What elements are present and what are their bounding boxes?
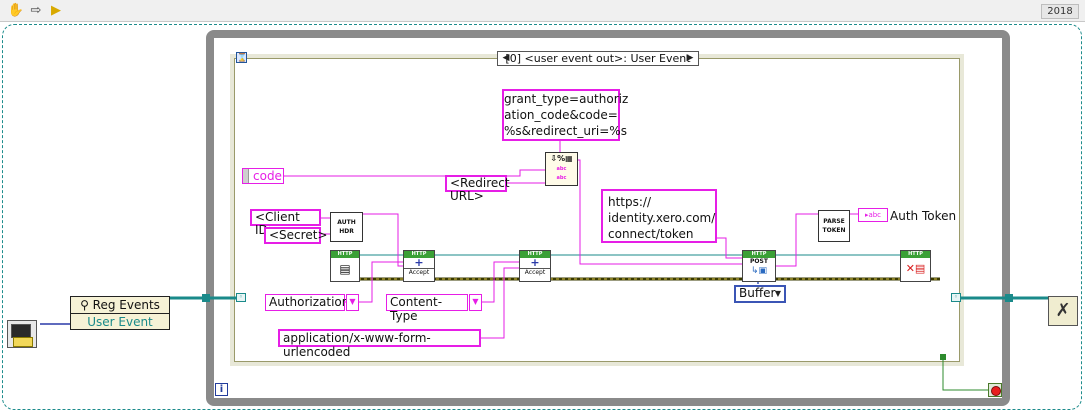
http-add-header-node-2[interactable]: HTTP + Accept	[519, 250, 551, 282]
http-post-title: HTTP	[743, 251, 775, 258]
document-icon: ▤	[339, 262, 351, 276]
url-constant[interactable]: https:// identity.xero.com/ connect/toke…	[601, 189, 717, 243]
reg-events-title: Reg Events	[92, 298, 160, 312]
abc-input-icon: abc	[556, 166, 567, 172]
auth-token-label: Auth Token	[890, 209, 957, 223]
plus-icon-2: +	[530, 256, 540, 269]
string-indicator-icon: ▸abc	[864, 211, 882, 219]
parse-token-node[interactable]: PARSE TOKEN	[818, 210, 850, 242]
ctvalue-wire	[481, 267, 520, 339]
authorization-constant[interactable]: Authorization	[265, 294, 349, 311]
http-add-header-node-1[interactable]: HTTP + Accept	[403, 250, 435, 282]
redirect-url-constant[interactable]: <Redirect URL>	[445, 175, 510, 203]
accept-label-2: Accept	[520, 268, 550, 277]
format-line-2: ation_code&code=	[504, 108, 618, 122]
content-type-dropdown-icon[interactable]: ▼	[469, 294, 482, 311]
code-label: code	[253, 169, 282, 183]
http-open-title: HTTP	[331, 251, 359, 258]
url-line-2: identity.xero.com/	[608, 211, 716, 225]
post-label: POST	[750, 258, 768, 265]
reg-events-event-type: User Event	[87, 315, 153, 329]
http-open-handle-node[interactable]: HTTP ▤	[330, 250, 360, 282]
event-case-label: [0] <user event out>: User Event	[505, 52, 691, 65]
next-case-icon[interactable]: ▶	[686, 53, 694, 63]
hand-icon[interactable]: ✋	[7, 3, 25, 18]
code-control[interactable]: code	[242, 168, 284, 184]
shift-register-right	[1005, 294, 1013, 302]
format-string-constant[interactable]: grant_type=authoriz ation_code&code= %s&…	[502, 89, 629, 141]
plus-icon: +	[414, 256, 424, 269]
stop-icon	[991, 386, 1001, 396]
buffer-enum-constant[interactable]: Buffer ▼	[734, 285, 786, 303]
auth-hdr-line-2: HDR	[339, 228, 354, 235]
event-case-selector[interactable]: ◀ [0] <user event out>: User Event ▶	[497, 51, 699, 66]
refnum-icon	[13, 337, 33, 347]
content-type-value-constant[interactable]: application/x-www-form-urlencoded	[278, 329, 481, 359]
http-close-handle-node[interactable]: HTTP ✕▤	[900, 250, 931, 282]
format-node-icon: ⇩%▦	[550, 154, 573, 163]
url-line-3: connect/token	[608, 227, 694, 241]
network-icon: ↳▣	[750, 266, 768, 276]
iteration-terminal-icon: i	[215, 383, 228, 396]
timeout-hourglass-icon: ⌛	[236, 52, 247, 63]
shift-register-left	[202, 294, 210, 302]
auth-hdr-node[interactable]: AUTH HDR	[330, 212, 363, 242]
add-header-body-2: + Accept	[520, 256, 550, 281]
client-id-constant[interactable]: <Client ID>	[250, 209, 321, 237]
http-close-title: HTTP	[901, 251, 930, 258]
buffer-label: Buffer	[739, 286, 776, 300]
arrow-right-icon[interactable]: ⇨	[30, 3, 42, 18]
abc-input-icon-2: abc	[556, 175, 567, 181]
parse-token-line-2: TOKEN	[822, 227, 846, 234]
secret-constant[interactable]: <Secret>	[264, 227, 327, 244]
version-label: 2018	[1041, 4, 1079, 19]
http-add-header-title-1: HTTP	[404, 251, 434, 258]
authhdr-wire	[363, 213, 404, 267]
stop-terminal[interactable]	[988, 383, 1002, 397]
destroy-user-event-node[interactable]: ✗	[1048, 296, 1078, 326]
block-diagram	[2, 24, 1082, 410]
monitor-icon	[11, 324, 31, 338]
parse-token-line-1: PARSE	[823, 218, 845, 225]
auth-hdr-line-1: AUTH	[337, 219, 356, 226]
auth-token-terminal[interactable]: ▸abc	[858, 208, 888, 222]
chevron-down-icon: ▼	[774, 289, 781, 298]
reg-events-icon: ⚲	[80, 298, 93, 312]
http-post-node[interactable]: HTTP POST ↳▣	[742, 250, 776, 282]
prev-case-icon[interactable]: ◀	[502, 53, 510, 63]
format-line-1: grant_type=authoriz	[504, 92, 629, 106]
content-type-constant[interactable]: Content-Type	[386, 294, 468, 323]
response-wire	[776, 213, 818, 267]
post-body: POST ↳▣	[743, 258, 775, 281]
boolean-tunnel	[940, 354, 946, 360]
url-wire	[716, 237, 742, 259]
dynamic-events-terminal-in[interactable]: ◦	[236, 293, 246, 302]
url-line-1: https://	[608, 195, 652, 209]
reg-events-header: ⚲ Reg Events	[71, 297, 169, 314]
accept-label-1: Accept	[404, 268, 434, 277]
format-into-string-node[interactable]: ⇩%▦ abc abc	[545, 152, 578, 186]
run-icon[interactable]: ▶	[51, 3, 61, 18]
body-wire	[578, 159, 742, 265]
register-for-events-node[interactable]: ⚲ Reg Events User Event	[70, 296, 170, 330]
contenttype-wire	[481, 261, 520, 303]
format-line-3: %s&redirect_uri=%s	[504, 124, 627, 138]
stop-wire	[942, 356, 988, 391]
control-refnum-node[interactable]	[7, 320, 37, 348]
destroy-icon: ✗	[1055, 300, 1071, 321]
http-add-header-title-2: HTTP	[520, 251, 550, 258]
add-header-body-1: + Accept	[404, 256, 434, 281]
close-icon: ✕▤	[905, 262, 926, 275]
diagram-toolbar: ✋ ⇨ ▶ 2018	[0, 0, 1085, 22]
authorization-dropdown-icon[interactable]: ▼	[346, 294, 359, 311]
dynamic-events-terminal-out[interactable]: ◦	[951, 293, 961, 302]
